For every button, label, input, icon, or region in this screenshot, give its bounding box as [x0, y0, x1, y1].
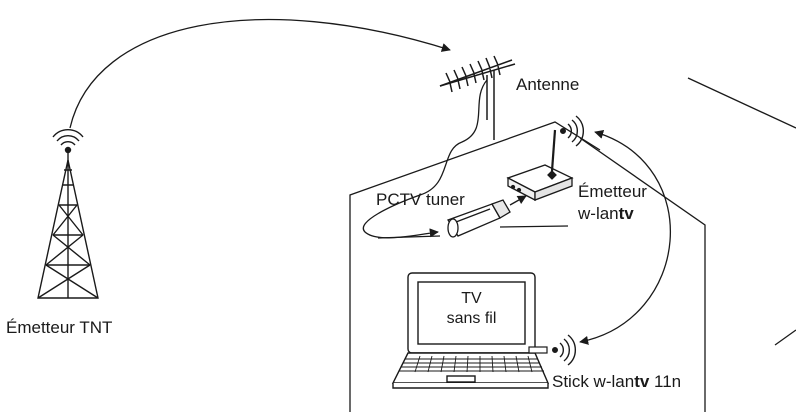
tnt-tower	[37, 152, 99, 299]
stick-signal-icon	[552, 334, 577, 366]
antenna-icon	[439, 55, 516, 140]
tnt-transmitter-label: Émetteur TNT	[6, 318, 113, 337]
antenna-cable	[362, 79, 488, 239]
broadcast-arrow	[69, 19, 451, 129]
wlan-transmitter-label-line2: w-lantv	[578, 204, 634, 223]
screen-text-line2: sans fil	[446, 310, 497, 327]
pctv-tuner-label: PCTV tuner	[376, 190, 465, 209]
transmitter-signal-icon	[560, 115, 585, 147]
wlan-stick-icon	[528, 346, 548, 354]
laptop-icon	[391, 272, 550, 389]
screen-text-line1: TV	[461, 290, 482, 307]
wlan-transmitter-icon	[506, 129, 574, 202]
wireless-link-arrow	[579, 130, 671, 345]
tuner-to-transmitter-arrow	[509, 195, 527, 206]
room-walls	[349, 77, 796, 412]
wlan-transmitter-label-line1: Émetteur	[578, 182, 647, 201]
pctv-tuner-icon	[447, 199, 511, 238]
tower-signal-icon	[52, 128, 84, 154]
antenna-label: Antenne	[516, 75, 580, 94]
laptop-keyboard	[399, 355, 544, 373]
wlan-stick-label: Stick w-lantv 11n	[552, 372, 682, 391]
